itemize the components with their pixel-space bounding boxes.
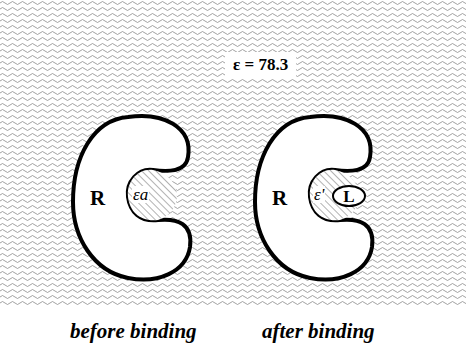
dielectric-label: εa [132,186,149,203]
solvent-dielectric: ε = 78.3 [225,52,296,78]
ligand-outline [333,186,365,206]
caption: before binding [68,319,199,344]
receptor-body [255,116,372,279]
receptor: Rεa [68,112,198,284]
receptor: Rε' L [250,112,380,284]
receptor-body [73,116,190,279]
caption: after binding [260,319,377,344]
receptor-label: R [90,188,105,209]
ligand-label: L [343,188,354,205]
dielectric-label: ε' [313,186,325,203]
receptor-label: R [272,188,287,209]
ligand: L [332,185,366,207]
wavy-hatch [0,0,466,306]
pocket-hatch [128,170,177,220]
pocket-ground [128,170,177,220]
